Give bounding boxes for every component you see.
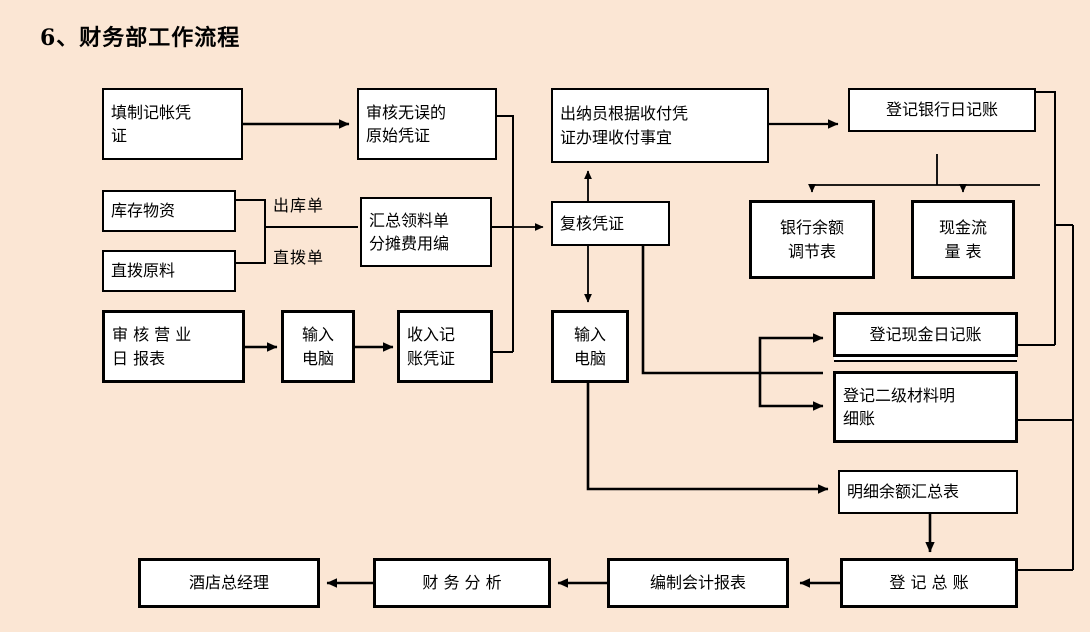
edge-label-direct-transfer-order: 直拨单	[273, 248, 325, 267]
node-label: 登 记 总 账	[889, 573, 969, 593]
node-register-bank-journal[interactable]: 登记银行日记账	[848, 88, 1036, 132]
node-label: 审核无误的 原始凭证	[366, 102, 447, 145]
node-input-computer-middle[interactable]: 输入 电脑	[551, 310, 629, 383]
node-fill-voucher[interactable]: 填制记帐凭 证	[102, 88, 243, 160]
node-label: 现金流 量 表	[938, 218, 987, 261]
node-cash-flow-statement[interactable]: 现金流 量 表	[911, 200, 1015, 279]
node-detail-balance-summary[interactable]: 明细余额汇总表	[838, 470, 1018, 514]
node-label: 输入 电脑	[301, 325, 334, 368]
node-label: 收入记 账凭证	[407, 325, 456, 368]
node-label: 财 务 分 析	[422, 573, 502, 593]
node-label: 直拨原料	[111, 261, 176, 281]
node-inventory-materials[interactable]: 库存物资	[102, 190, 236, 232]
node-label: 编制会计报表	[649, 573, 746, 593]
node-label: 银行余额 调节表	[779, 218, 844, 261]
node-label: 登记现金日记账	[869, 324, 982, 344]
node-label: 输入 电脑	[573, 325, 606, 368]
node-cashier-handle-receipt[interactable]: 出纳员根据收付凭 证办理收付事宜	[551, 88, 769, 163]
node-register-cash-journal[interactable]: 登记现金日记账	[833, 312, 1018, 357]
node-summary-requisition[interactable]: 汇总领料单 分摊费用编	[360, 197, 492, 267]
node-label: 酒店总经理	[188, 573, 269, 593]
node-prepare-accounting-statements[interactable]: 编制会计报表	[607, 558, 789, 608]
node-register-secondary-material-ledger[interactable]: 登记二级材料明 细账	[833, 371, 1018, 443]
node-label: 登记二级材料明 细账	[843, 385, 956, 428]
node-hotel-general-manager[interactable]: 酒店总经理	[138, 558, 320, 608]
node-income-voucher[interactable]: 收入记 账凭证	[397, 310, 493, 383]
node-audit-daily-business-report[interactable]: 审 核 营 业 日 报表	[102, 310, 245, 383]
node-financial-analysis[interactable]: 财 务 分 析	[373, 558, 551, 608]
page-title: 6、财务部工作流程	[40, 25, 241, 51]
node-label: 登记银行日记账	[885, 100, 998, 120]
node-label: 审 核 营 业 日 报表	[112, 325, 192, 368]
node-label: 复核凭证	[560, 213, 625, 233]
node-label: 库存物资	[111, 201, 176, 221]
node-register-general-ledger[interactable]: 登 记 总 账	[840, 558, 1018, 608]
node-label: 填制记帐凭 证	[111, 102, 192, 145]
node-label: 出纳员根据收付凭 证办理收付事宜	[560, 104, 689, 147]
node-label: 汇总领料单 分摊费用编	[369, 210, 450, 253]
node-bank-balance-reconciliation[interactable]: 银行余额 调节表	[749, 200, 875, 279]
node-audit-original-voucher[interactable]: 审核无误的 原始凭证	[357, 88, 497, 160]
node-label: 明细余额汇总表	[847, 482, 960, 502]
node-input-computer-left[interactable]: 输入 电脑	[281, 310, 355, 383]
edge-label-outbound-order: 出库单	[273, 196, 325, 215]
node-direct-raw-materials[interactable]: 直拨原料	[102, 250, 236, 292]
node-review-voucher[interactable]: 复核凭证	[551, 201, 670, 246]
